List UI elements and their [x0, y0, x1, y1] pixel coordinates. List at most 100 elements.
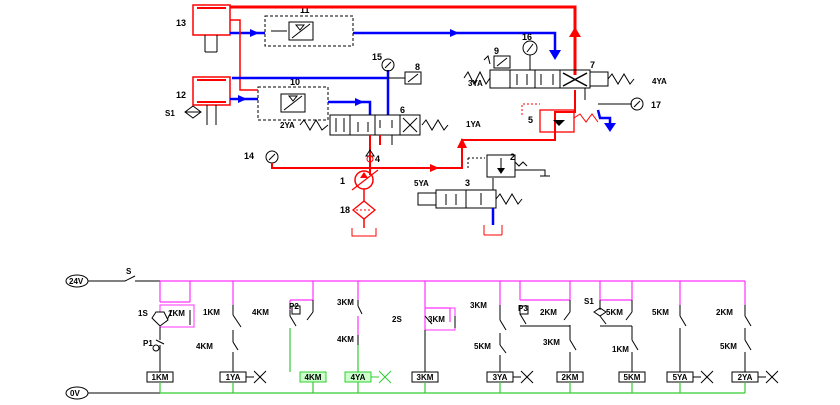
directional-valve-7 [463, 69, 635, 100]
label-5ya: 5YA [414, 179, 429, 188]
coil-2ya: 2YA [731, 370, 779, 393]
rung-4 [357, 300, 363, 372]
label-3km-d: 3KM [543, 338, 560, 347]
pressure-switch-9 [483, 55, 511, 69]
label-15: 15 [372, 52, 382, 62]
label-2km-a: 2KM [540, 308, 557, 317]
coil-2km: 2KM [556, 371, 584, 393]
supply-0v-marker [65, 386, 160, 400]
label-1km-a: 1KM [203, 308, 220, 317]
pressure-gauge-14 [265, 150, 279, 164]
main-switch-s [124, 275, 160, 282]
coil-3ya: 3YA [486, 370, 534, 393]
label-5km-d: 5KM [720, 342, 737, 351]
rung-3 [289, 300, 314, 372]
label-18: 18 [340, 205, 350, 215]
label-16: 16 [522, 32, 532, 42]
hydraulic-circuit: 13 12 S1 11 [165, 4, 667, 237]
label-1s: 1S [138, 309, 148, 318]
valve-11 [264, 15, 354, 47]
coil-label: 4YA [351, 373, 366, 382]
label-p3: P3 [518, 304, 528, 313]
pressure-gauge-16 [522, 40, 538, 70]
pressure-switch-8 [388, 71, 422, 85]
label-5km-b: 5KM [606, 308, 623, 317]
rung-10 [744, 305, 752, 372]
coil-5ya: 5YA [666, 370, 714, 393]
coil-row: 1KM 1YA 4KM 4YA 3KM 3YA 2KM 5KM 5YA 2YA [146, 370, 779, 393]
label-14: 14 [244, 151, 254, 161]
label-4: 4 [375, 154, 380, 164]
label-3: 3 [465, 178, 470, 188]
rung-5 [424, 307, 456, 372]
label-1km-b: 1KM [612, 345, 629, 354]
indicator-lamp-icon [246, 370, 267, 384]
rung-7 [519, 300, 577, 372]
rung-1 [151, 304, 195, 372]
relief-valve-2 [467, 154, 550, 178]
label-7: 7 [590, 60, 595, 70]
coil-4ya: 4YA [344, 370, 392, 393]
label-1ya: 1YA [466, 120, 481, 129]
label-6: 6 [400, 105, 405, 115]
rung-2 [232, 305, 242, 372]
label-5: 5 [528, 115, 533, 125]
limit-switch-s1 [184, 105, 202, 119]
label-1km-hold: 1KM [168, 309, 185, 318]
coil-label: 1KM [152, 373, 169, 382]
label-s1-hyd: S1 [165, 109, 175, 118]
rung-6 [499, 305, 507, 372]
label-s1: S1 [584, 297, 594, 306]
valve-10 [257, 86, 329, 121]
label-13: 13 [176, 18, 186, 28]
label-12: 12 [176, 90, 186, 100]
label-p2: P2 [289, 302, 299, 311]
label-3km-b: 3KM [428, 315, 445, 324]
label-8: 8 [415, 62, 420, 72]
coil-label: 3KM [417, 373, 434, 382]
label-5km-a: 5KM [474, 342, 491, 351]
coil-4km: 4KM [299, 371, 327, 393]
supply-24v-label: 24V [69, 277, 84, 286]
indicator-lamp-icon [371, 370, 392, 384]
blue-lines-middle [230, 70, 390, 115]
coil-label: 1YA [226, 373, 241, 382]
coil-label: 3YA [493, 373, 508, 382]
indicator-lamp-icon [513, 370, 534, 384]
label-3km-c: 3KM [470, 301, 487, 310]
pump-1 [351, 169, 379, 201]
label-2: 2 [510, 152, 515, 162]
label-17: 17 [651, 100, 661, 110]
label-2km-b: 2KM [716, 308, 733, 317]
label-9: 9 [494, 46, 499, 56]
coil-1km: 1KM [146, 371, 174, 393]
coil-label: 4KM [305, 373, 322, 382]
indicator-lamp-icon [693, 370, 714, 384]
label-10: 10 [290, 77, 300, 87]
indicator-lamp-icon [758, 370, 779, 384]
coil-3km: 3KM [411, 371, 439, 393]
label-p1: P1 [143, 339, 153, 348]
cylinder-12 [192, 76, 231, 125]
label-11: 11 [300, 5, 310, 15]
label-4km-a: 4KM [196, 342, 213, 351]
red-pressure-line [271, 90, 576, 172]
coil-label: 2YA [738, 373, 753, 382]
rung-9 [679, 305, 687, 372]
relief-valve-5 [521, 103, 616, 133]
label-4ya: 4YA [652, 77, 667, 86]
blue-lines-upper [230, 29, 561, 60]
coil-label: 5KM [624, 373, 641, 382]
label-1: 1 [340, 176, 345, 186]
pressure-gauge-17 [598, 97, 644, 111]
label-4km-c: 4KM [337, 335, 354, 344]
label-2ya: 2YA [280, 121, 295, 130]
label-3ya: 3YA [468, 79, 483, 88]
electrical-circuit: 24V 0V S [65, 267, 779, 400]
red-lines-upper [230, 5, 581, 91]
label-2s: 2S [392, 315, 402, 324]
cylinder-13 [192, 4, 231, 53]
coil-5km: 5KM [618, 371, 646, 393]
